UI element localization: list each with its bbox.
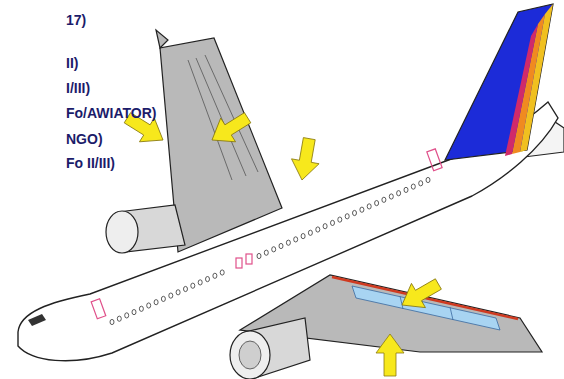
cabin-window bbox=[117, 316, 121, 321]
cabin-window bbox=[308, 230, 312, 235]
cabin-window bbox=[272, 247, 276, 252]
cabin-window bbox=[139, 306, 143, 311]
cabin-window bbox=[338, 217, 342, 222]
tail-fin bbox=[445, 4, 553, 160]
cabin-window bbox=[169, 293, 173, 298]
cabin-window bbox=[147, 303, 151, 308]
door-outline bbox=[91, 299, 106, 319]
variant-label: 17) bbox=[66, 12, 86, 28]
cabin-window bbox=[264, 250, 268, 255]
variant-label: I/III) bbox=[66, 80, 90, 96]
cabin-window bbox=[389, 194, 393, 199]
variant-label: NGO) bbox=[66, 131, 103, 147]
cabin-window bbox=[279, 243, 283, 248]
door-outline bbox=[427, 149, 442, 171]
cabin-window bbox=[132, 310, 136, 315]
pointer-arrows bbox=[120, 106, 445, 376]
cabin-window bbox=[426, 177, 430, 182]
cabin-window bbox=[198, 280, 202, 285]
cabin-window bbox=[404, 187, 408, 192]
far-engine bbox=[106, 205, 185, 253]
fin-stripe bbox=[512, 14, 545, 154]
cabin-window bbox=[411, 184, 415, 189]
fin-surface bbox=[445, 4, 553, 160]
cabin-window bbox=[345, 214, 349, 219]
cabin-window bbox=[125, 313, 129, 318]
cabin-window bbox=[154, 300, 158, 305]
cabin-window bbox=[419, 181, 423, 186]
cabin-window bbox=[220, 270, 224, 275]
pointer-arrow bbox=[376, 334, 404, 376]
cabin-window bbox=[367, 204, 371, 209]
cabin-window bbox=[257, 253, 261, 258]
pointer-arrow bbox=[395, 272, 445, 317]
fin-stripe bbox=[505, 24, 538, 156]
near-engine bbox=[230, 318, 310, 379]
cabin-window bbox=[176, 290, 180, 295]
cabin-window bbox=[323, 224, 327, 229]
variant-label: II) bbox=[66, 55, 78, 71]
pointer-arrow bbox=[288, 136, 323, 182]
winglet bbox=[156, 30, 168, 48]
cabin-window bbox=[375, 201, 379, 206]
engine-intake bbox=[230, 331, 270, 379]
cabin-window bbox=[397, 191, 401, 196]
cabin-window bbox=[206, 277, 210, 282]
door-outline bbox=[236, 258, 242, 268]
engine-intake bbox=[106, 211, 138, 253]
variant-label: Fo/AWIATOR) bbox=[66, 105, 156, 121]
pointer-arrow bbox=[205, 106, 255, 152]
cabin-window bbox=[382, 197, 386, 202]
variant-label: Fo II/III) bbox=[66, 155, 115, 171]
cabin-window bbox=[301, 234, 305, 239]
cabin-window bbox=[191, 283, 195, 288]
door-outline bbox=[246, 254, 252, 264]
cabin-window bbox=[294, 237, 298, 242]
engine-fan bbox=[239, 341, 261, 369]
cabin-window bbox=[331, 220, 335, 225]
cabin-window bbox=[353, 210, 357, 215]
cockpit-window bbox=[28, 314, 46, 326]
cabin-window bbox=[161, 296, 165, 301]
cabin-window bbox=[213, 273, 217, 278]
cabin-window bbox=[110, 319, 114, 324]
cabin-window bbox=[360, 207, 364, 212]
flap-lines bbox=[188, 55, 258, 180]
cabin-window bbox=[286, 240, 290, 245]
cabin-window bbox=[316, 227, 320, 232]
cabin-window bbox=[184, 286, 188, 291]
